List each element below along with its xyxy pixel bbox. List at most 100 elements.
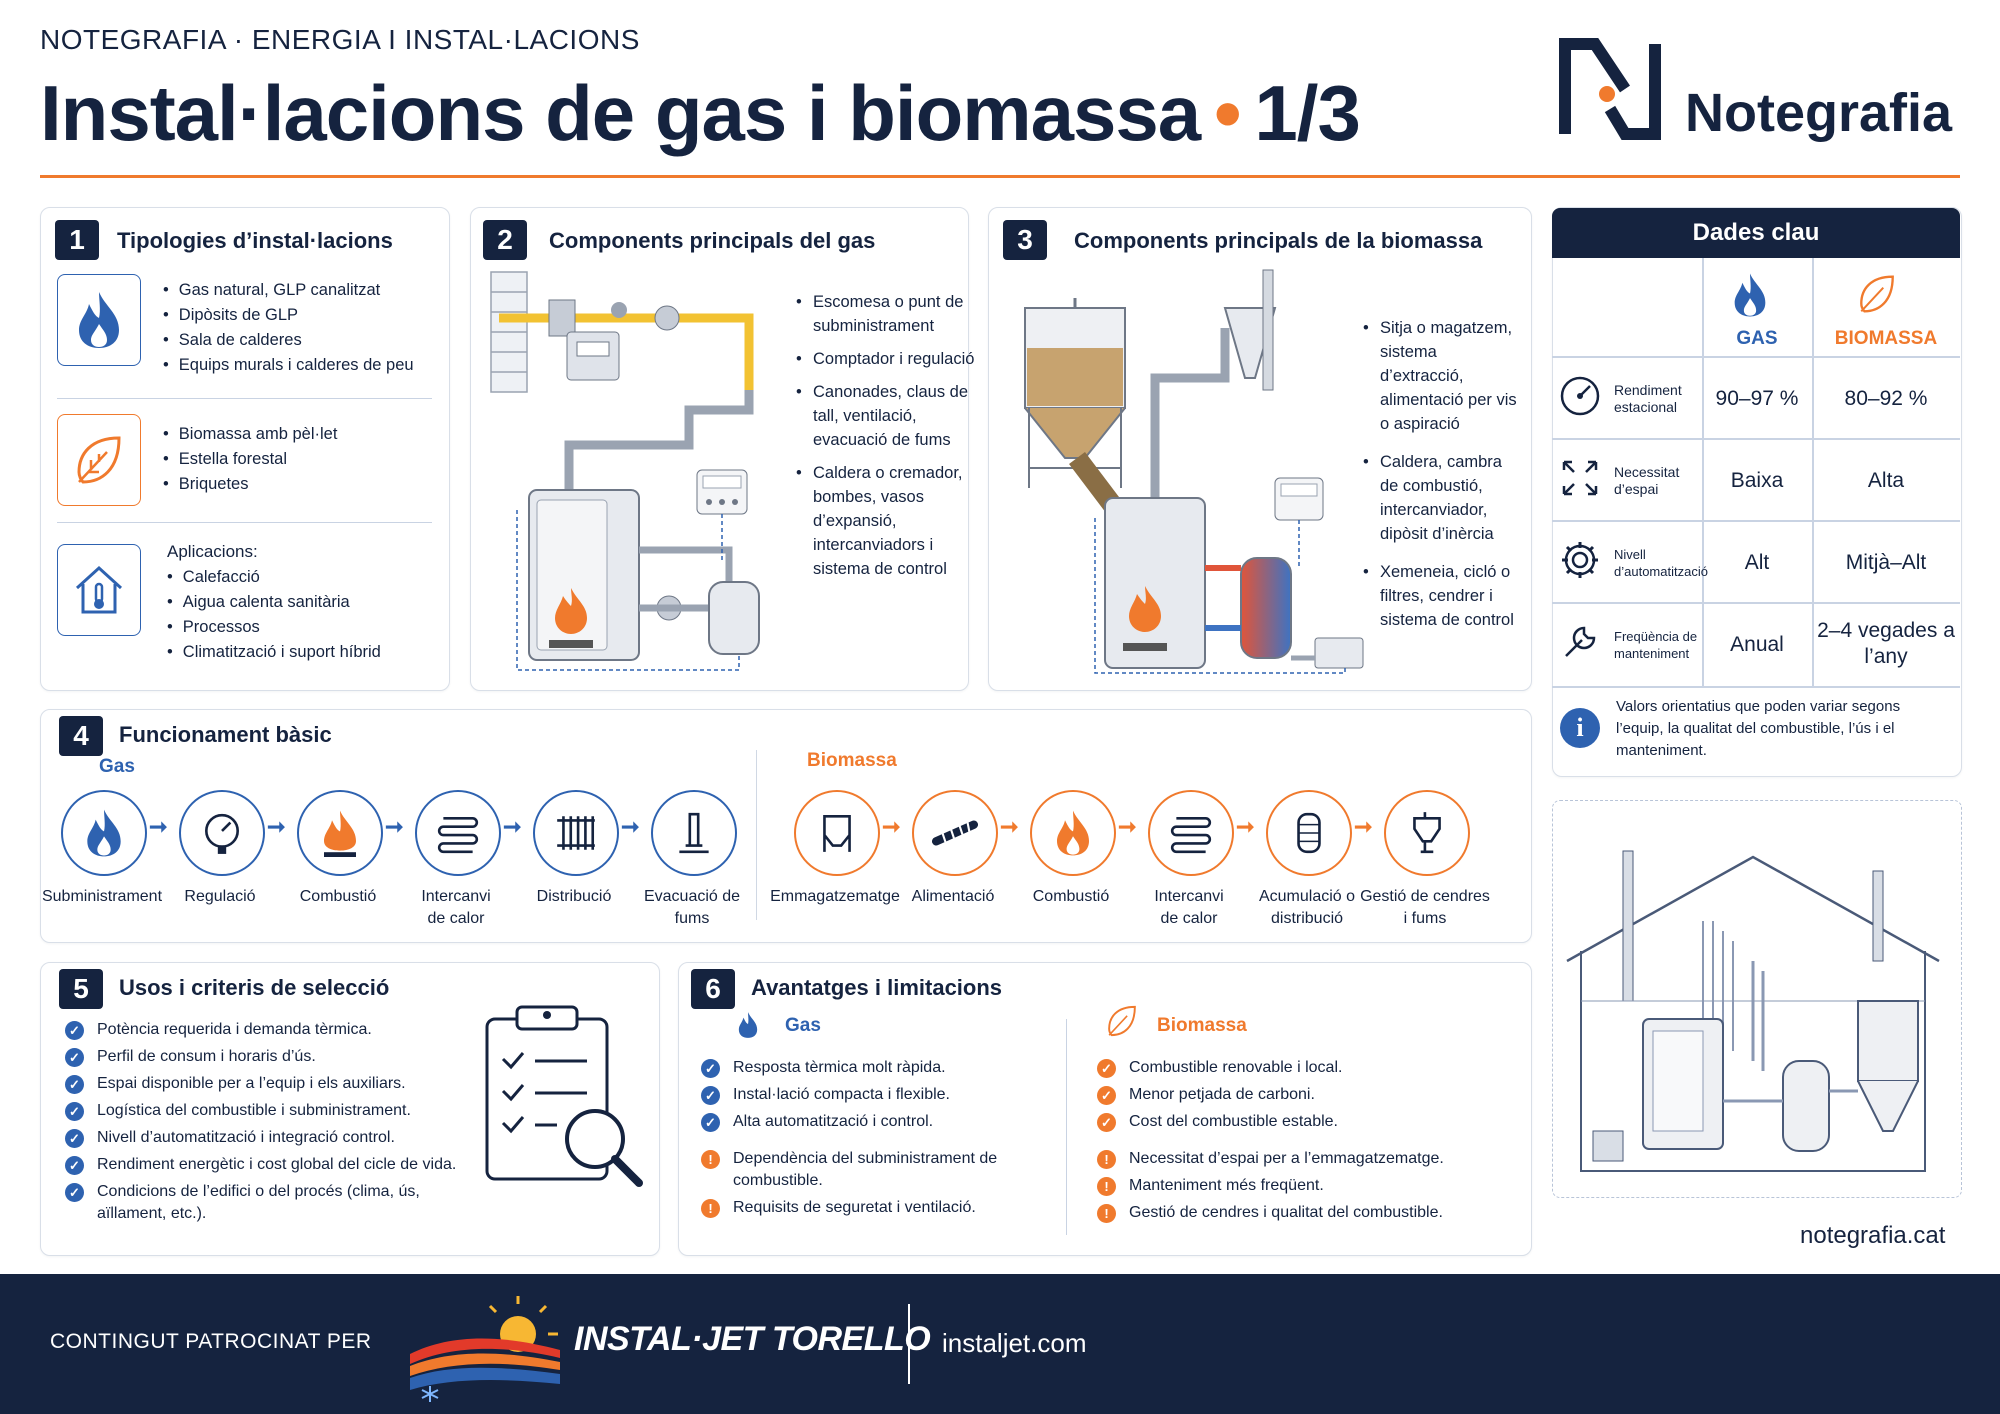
check-icon: ✓	[65, 1048, 84, 1067]
leaf-icon	[1108, 1005, 1136, 1037]
section-title: Usos i criteris de selecció	[119, 975, 390, 1000]
gas-flame-icon	[1734, 273, 1766, 317]
check-icon: ✓	[1097, 1113, 1116, 1132]
list-item-text: Combustible renovable i local.	[1129, 1059, 1343, 1076]
clipboard-magnifier-icon	[485, 1005, 643, 1187]
warning-icon: !	[1097, 1177, 1116, 1196]
biomass-subheading: Biomassa	[807, 750, 897, 771]
applications-heading: Aplicacions:	[167, 542, 258, 561]
list-item: ✓Cost del combustible estable.	[1097, 1111, 1517, 1133]
leaf-icon	[77, 436, 121, 484]
flow-step-storage	[794, 790, 880, 876]
gauge-icon	[1560, 376, 1600, 416]
arrow-icon: ➞	[1118, 814, 1137, 839]
list-item: Aigua calenta sanitària	[167, 590, 381, 615]
flow-step-heat-exchange-biomass	[1148, 790, 1234, 876]
section-typologies: 1 Tipologies d’instal·lacions Gas natura…	[40, 207, 450, 691]
section-title: Components principals del gas	[549, 228, 876, 253]
section-number: 1	[55, 220, 99, 260]
flow-step-feeding	[912, 790, 998, 876]
flow-step-regulation	[179, 790, 265, 876]
grid-line	[1552, 602, 1960, 604]
flow-step-combustion	[297, 790, 383, 876]
flow-label: Subministrament	[41, 888, 163, 905]
list-item: ✓Nivell d’automatització i integració co…	[65, 1127, 465, 1149]
site-url[interactable]: notegrafia.cat	[1800, 1222, 1946, 1249]
section-gas-components: 2 Components principals del gas Escomesa…	[470, 207, 974, 691]
row-label: Rendiment estacional	[1614, 382, 1682, 415]
gas-flame-box	[57, 274, 141, 366]
gas-typology-list: Gas natural, GLP canalitzat Dipòsits de …	[163, 278, 414, 378]
list-item-text: Rendiment energètic i cost global del ci…	[97, 1156, 457, 1173]
footer: CONTINGUT PATROCINAT PER INSTAL·JET TORE…	[0, 1274, 2000, 1414]
list-item-text: Necessitat d’espai per a l’emmagatzematg…	[1129, 1150, 1444, 1167]
col-biomass: BIOMASSA	[1834, 328, 1938, 349]
arrow-icon: ➞	[621, 814, 640, 839]
list-item: !Requisits de seguretat i ventilació.	[701, 1197, 1051, 1219]
list-item: Caldera, cambra de combustió, intercanvi…	[1363, 450, 1521, 546]
biomass-value: Alta	[1867, 469, 1905, 492]
flow-step-ash-fumes	[1384, 790, 1470, 876]
list-item: Calefacció	[167, 565, 381, 590]
warning-icon: !	[701, 1199, 720, 1218]
flow-label: Emmagatzematge	[770, 888, 900, 905]
list-item: Xemeneia, cicló o filtres, cendrer i sis…	[1363, 560, 1521, 632]
section-pros-cons: 6 Avantatges i limitacions Gas Biomassa …	[678, 962, 1532, 1256]
biomass-subheading: Biomassa	[1157, 1015, 1247, 1036]
list-item: ✓ Espai disponible per a l’equip i els au…	[65, 1073, 465, 1095]
radiator-icon	[557, 816, 595, 850]
list-item: ✓Alta automatització i control.	[701, 1111, 1051, 1133]
list-item-text: Gestió de cendres i qualitat del combust…	[1129, 1204, 1443, 1221]
flow-step-supply	[61, 790, 147, 876]
check-icon: ✓	[1097, 1059, 1116, 1078]
title-dot: •	[1214, 69, 1241, 157]
biomass-value: 80–92 %	[1844, 387, 1928, 410]
list-item: ✓Perfil de consum i horaris d’ús.	[65, 1046, 465, 1068]
warning-icon: !	[1097, 1150, 1116, 1169]
check-icon: ✓	[65, 1102, 84, 1121]
list-item-text: Instal·lació compacta i flexible.	[733, 1086, 950, 1103]
section-title: Avantatges i limitacions	[751, 975, 1003, 1000]
flame-icon	[1057, 810, 1089, 856]
gear-icon	[1562, 542, 1598, 578]
gas-subheading: Gas	[99, 756, 135, 777]
house-thermometer-icon	[75, 565, 123, 614]
kicker: NOTEGRAFIA · ENERGIA I INSTAL·LACIONS	[40, 24, 640, 55]
warning-icon: !	[701, 1150, 720, 1169]
grid-line	[1552, 438, 1960, 440]
warning-icon: !	[1097, 1204, 1116, 1223]
chimney-icon	[679, 812, 709, 854]
flow-label: Alimentació	[911, 888, 995, 905]
list-item-text: Dependència del subministrament de combu…	[733, 1150, 998, 1189]
biomass-leaf-icon	[1860, 275, 1894, 313]
list-item-text: Espai disponible per a l’equip i els aux…	[97, 1075, 406, 1092]
house-illustration-frame	[1552, 800, 1962, 1198]
list-item: ✓Resposta tèrmica molt ràpida.	[701, 1057, 1051, 1079]
key-data-title: Dades clau	[1552, 208, 1960, 258]
flow-label: Combustió	[1032, 888, 1110, 905]
flow-step-combustion-biomass	[1030, 790, 1116, 876]
cyclone-icon	[1413, 812, 1441, 854]
check-icon: ✓	[65, 1129, 84, 1148]
divider	[756, 750, 757, 920]
sponsor-url[interactable]: instaljet.com	[942, 1328, 1087, 1358]
list-item: Sitja o magatzem, sistema d’extracció, a…	[1363, 316, 1521, 436]
footer-divider	[908, 1304, 910, 1384]
section-number: 3	[1003, 220, 1047, 260]
list-item-text: Resposta tèrmica molt ràpida.	[733, 1059, 946, 1076]
divider	[1066, 1019, 1067, 1235]
gas-value: Baixa	[1730, 469, 1784, 492]
list-item: ! Necessitat d’espai per a l’emmagatzemat…	[1097, 1148, 1517, 1170]
row-label: Freqüència de manteniment	[1614, 629, 1698, 661]
list-item: Comptador i regulació	[796, 347, 976, 371]
flow-step-distribution	[533, 790, 619, 876]
list-item: Climatització i suport híbrid	[167, 640, 381, 665]
biomass-typology-list: Biomassa amb pèl·let Estella forestal Br…	[163, 422, 338, 497]
section-number: 2	[483, 220, 527, 260]
grid-line	[1812, 258, 1814, 686]
list-item: ✓Menor petjada de carboni.	[1097, 1084, 1517, 1106]
check-icon: ✓	[65, 1075, 84, 1094]
list-item: ✓Rendiment energètic i cost global del c…	[65, 1154, 465, 1176]
page-indicator: 1/3	[1254, 69, 1360, 157]
house-box	[57, 544, 141, 636]
